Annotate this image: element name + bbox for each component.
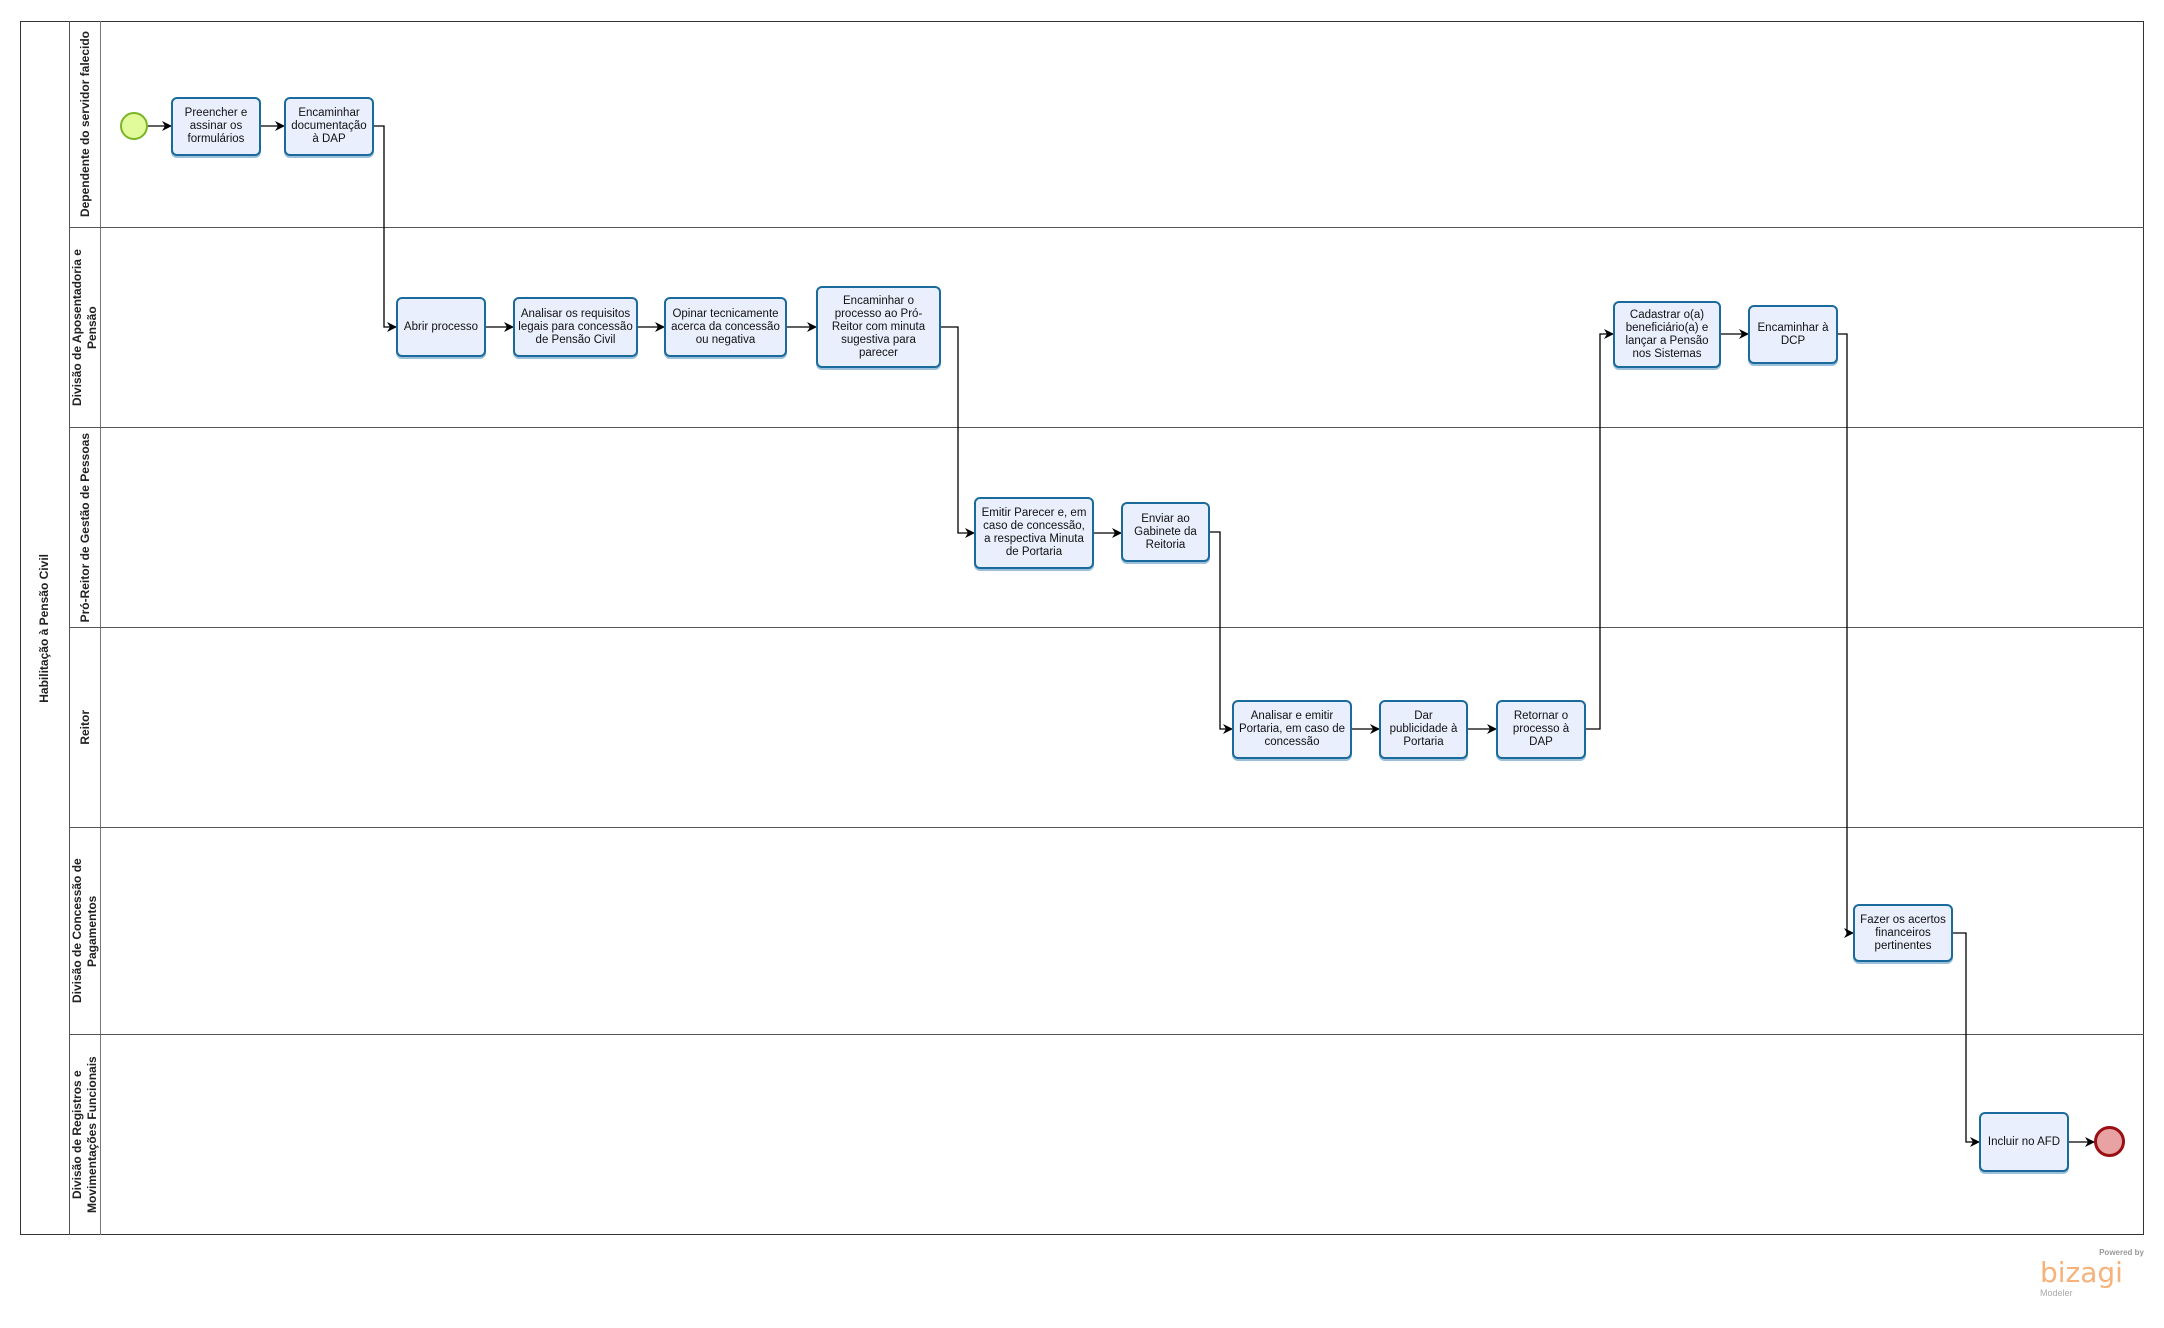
start-event[interactable] [120, 112, 148, 140]
task-label: Retornar o processo à DAP [1512, 710, 1570, 748]
task-cadastrar-beneficiario[interactable]: Cadastrar o(a) beneficiário(a) e lançar … [1613, 301, 1721, 368]
sequence-flow-15 [1953, 932, 1980, 1147]
bizagi-logo: Powered by bizagi Modeler [2040, 1248, 2144, 1299]
lane-dap: Divisão de Aposentadoria e Pensão [70, 228, 2144, 428]
powered-by-text: Powered by [2099, 1248, 2144, 1257]
sequence-flow-3 [374, 125, 397, 332]
pool-header: Habilitação à Pensão Civil [20, 21, 70, 1235]
task-incluir-afd[interactable]: Incluir no AFD [1979, 1112, 2069, 1172]
task-analisar-requisitos[interactable]: Analisar os requisitos legais para conce… [513, 297, 638, 357]
task-preencher-formularios[interactable]: Preencher e assinar os formulários [171, 97, 261, 156]
task-label: Preencher e assinar os formulários [184, 107, 248, 145]
task-retornar-processo[interactable]: Retornar o processo à DAP [1496, 700, 1586, 759]
sequence-flow-14 [1838, 333, 1854, 938]
task-label: Emitir Parecer e, em caso de concessão, … [981, 507, 1087, 558]
task-label: Encaminhar o processo ao Pró-Reitor com … [831, 294, 926, 359]
task-label: Analisar os requisitos legais para conce… [518, 307, 633, 346]
sequence-flow-9 [1210, 531, 1233, 734]
end-event[interactable] [2094, 1126, 2125, 1157]
product-text: Modeler [2040, 1288, 2073, 1298]
task-label: Cadastrar o(a) beneficiário(a) e lançar … [1625, 308, 1709, 360]
sequence-flow-7 [941, 326, 975, 538]
task-label: Fazer os acertos financeiros pertinentes [1860, 913, 1946, 952]
task-label: Incluir no AFD [1987, 1135, 2061, 1148]
lane-reitor: Reitor [70, 628, 2144, 828]
task-opinar-tecnicamente[interactable]: Opinar tecnicamente acerca da concessão … [664, 297, 787, 357]
task-emitir-parecer[interactable]: Emitir Parecer e, em caso de concessão, … [974, 497, 1094, 569]
task-label: Analisar e emitir Portaria, em caso de c… [1238, 710, 1346, 748]
lane-drmf: Divisão de Registros e Movimentações Fun… [70, 1035, 2144, 1235]
task-encaminhar-documentacao[interactable]: Encaminhar documentação à DAP [284, 97, 374, 156]
task-label: Encaminhar documentação à DAP [291, 107, 367, 145]
task-dar-publicidade[interactable]: Dar publicidade à Portaria [1379, 700, 1468, 759]
task-encaminhar-pro-reitor[interactable]: Encaminhar o processo ao Pró-Reitor com … [816, 286, 941, 368]
sequence-flow-12 [1586, 329, 1614, 730]
task-label: Encaminhar à DCP [1757, 321, 1829, 347]
task-label: Opinar tecnicamente acerca da concessão … [671, 307, 780, 346]
lane-dcp: Divisão de Concessão de Pagamentos [70, 828, 2144, 1035]
task-label: Dar publicidade à Portaria [1389, 710, 1458, 748]
pool [20, 21, 2144, 1235]
task-abrir-processo[interactable]: Abrir processo [396, 297, 486, 357]
task-encaminhar-dcp[interactable]: Encaminhar à DCP [1748, 305, 1838, 364]
task-acertos-financeiros[interactable]: Fazer os acertos financeiros pertinentes [1853, 904, 1953, 962]
task-enviar-gabinete[interactable]: Enviar ao Gabinete da Reitoria [1121, 502, 1210, 562]
lane-pro-reitor: Pró-Reitor de Gestão de Pessoas [70, 428, 2144, 628]
lane-dependente: Dependente do servidor falecido [70, 21, 2144, 228]
task-label: Enviar ao Gabinete da Reitoria [1134, 512, 1197, 551]
logo-text: bizagi [2040, 1256, 2123, 1289]
task-label: Abrir processo [403, 320, 479, 333]
task-analisar-emitir-portaria[interactable]: Analisar e emitir Portaria, em caso de c… [1232, 700, 1352, 759]
